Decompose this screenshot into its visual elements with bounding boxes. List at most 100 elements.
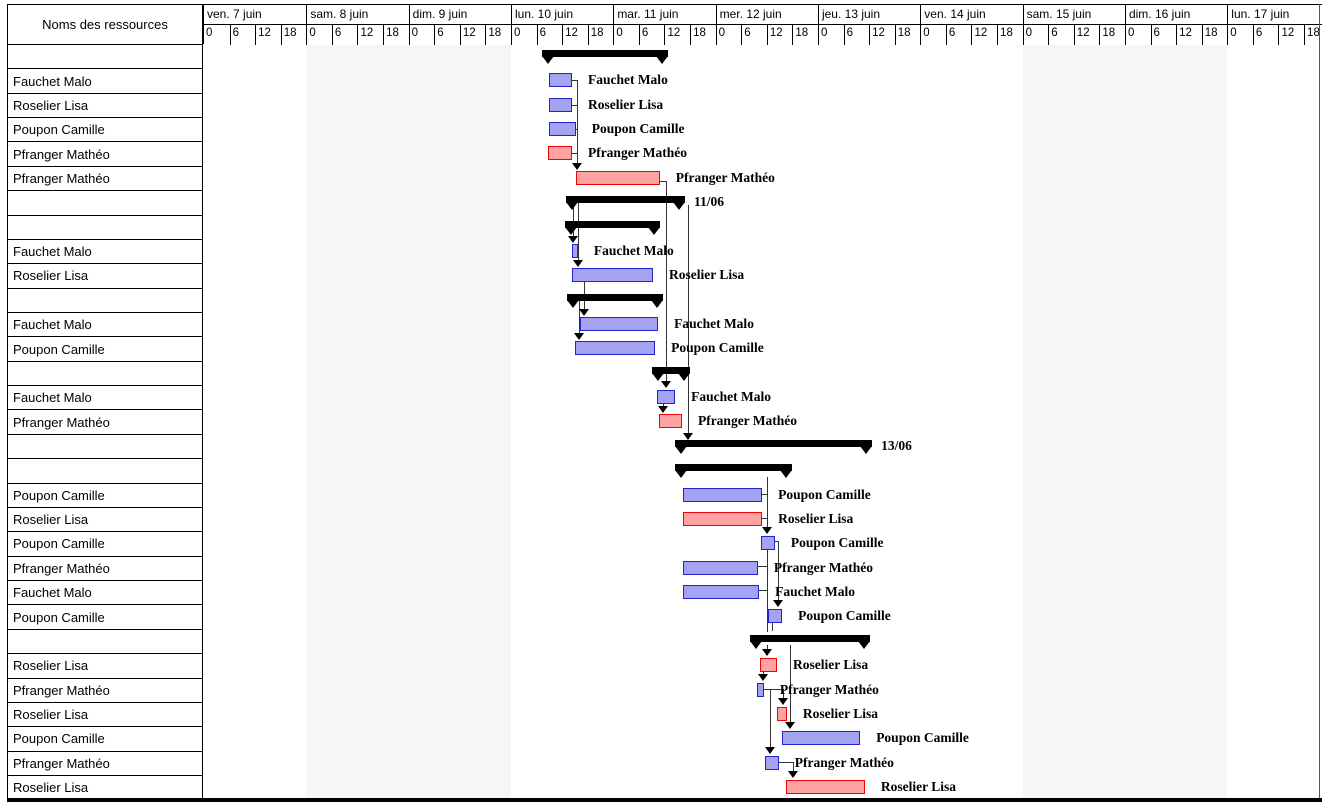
task-bar[interactable] [682,487,763,502]
resource-name: Fauchet Malo [8,313,202,338]
task-bar[interactable] [574,341,656,356]
task-bar[interactable] [682,560,758,575]
dependency-line [762,518,767,519]
dependency-arrow [572,163,582,170]
summary-end-left [565,226,578,235]
summary-end-right [678,372,691,381]
dependency-line [778,541,779,604]
resource-row-empty [8,191,202,216]
summary-bar[interactable] [542,50,668,57]
chart-right-border [1319,4,1320,798]
dependency-arrow [758,674,768,681]
summary-end-left [652,372,665,381]
weekend-band [408,44,511,798]
dependency-arrow [579,309,589,316]
resource-name: Roselier Lisa [8,775,202,801]
dependency-line [767,477,768,531]
bar-label: Fauchet Malo [587,72,668,88]
task-bar[interactable] [760,536,775,551]
resource-name: Roselier Lisa [8,507,202,533]
dependency-line [573,196,574,240]
summary-bar[interactable] [675,464,792,472]
hour-header-cell: 18 [1099,25,1125,45]
task-bar[interactable] [682,511,763,526]
resource-row-empty [8,215,202,240]
day-header-cell: lun. 10 juin [510,5,614,25]
summary-bar[interactable] [566,293,663,301]
hour-header-cell: 12 [1073,25,1100,45]
hour-header-cell: 0 [817,25,844,45]
bar-label: Poupon Camille [778,486,871,502]
task-bar[interactable] [682,585,760,600]
summary-bar[interactable] [565,220,660,228]
task-bar[interactable] [571,268,653,283]
task-bar[interactable] [777,706,787,721]
resource-name: Roselier Lisa [8,654,202,679]
dependency-line [572,105,578,106]
resource-name: Poupon Camille [8,605,202,630]
summary-end-right [857,640,870,649]
summary-bar[interactable] [749,634,870,642]
dependency-line [758,566,767,567]
hour-header-cell: 0 [920,25,946,45]
task-bar[interactable] [768,609,783,624]
summary-end-left [675,445,688,454]
bar-label: Roselier Lisa [668,267,745,283]
task-bar[interactable] [757,682,764,697]
bar-label: Poupon Camille [671,340,764,356]
resource-name: Pfranger Mathéo [8,410,202,435]
task-bar[interactable] [571,243,578,258]
hour-header-cell: 6 [1150,25,1177,45]
summary-end-right [647,226,660,235]
hour-header-cell: 6 [843,25,870,45]
day-header-cell: dim. 16 juin [1124,5,1228,25]
resource-name: Poupon Camille [8,483,202,508]
day-header-cell: sam. 8 juin [306,5,409,25]
task-bar[interactable] [548,146,572,161]
task-bar[interactable] [575,170,660,185]
task-bar[interactable] [658,414,682,429]
dependency-line [666,181,667,385]
summary-bar[interactable] [675,439,873,447]
resource-name: Roselier Lisa [8,264,202,289]
hour-header-cell: 0 [510,25,537,45]
dependency-arrow [788,771,798,778]
hour-header-cell: 6 [229,25,256,45]
hour-header-cell: 18 [485,25,511,45]
resource-row-empty [8,629,202,655]
summary-bar[interactable] [652,366,691,374]
task-bar[interactable] [765,755,779,770]
task-bar[interactable] [548,122,576,137]
resource-name: Fauchet Malo [8,581,202,606]
day-header-cell: lun. 17 juin [1227,5,1322,25]
summary-end-left [542,56,555,64]
dependency-arrow [658,406,668,413]
hour-header-cell: 0 [408,25,435,45]
dependency-line [762,494,767,495]
hour-header-cell: 6 [1252,25,1279,45]
task-bar[interactable] [656,390,676,405]
summary-bar[interactable] [565,196,685,204]
dependency-line [793,762,794,774]
dependency-line [767,645,768,652]
resource-name: Pfranger Mathéo [8,142,202,167]
task-bar[interactable] [580,317,659,332]
resource-name: Poupon Camille [8,727,202,752]
task-bar[interactable] [548,73,572,88]
hour-header-cell: 12 [766,25,793,45]
task-bar[interactable] [548,97,572,112]
task-bar[interactable] [782,731,861,746]
resource-row-empty [8,288,202,314]
resource-row-empty [8,361,202,387]
task-bar[interactable] [759,658,778,673]
hour-header-cell: 12 [562,25,588,45]
dependency-arrow [778,698,788,705]
dependency-arrow [683,433,693,440]
resource-name: Fauchet Malo [8,239,202,265]
task-bar[interactable] [786,779,865,794]
weekend-band [1124,44,1228,798]
hour-header-cell: 18 [280,25,307,45]
summary-end-right [655,56,668,64]
dependency-line [688,205,689,437]
